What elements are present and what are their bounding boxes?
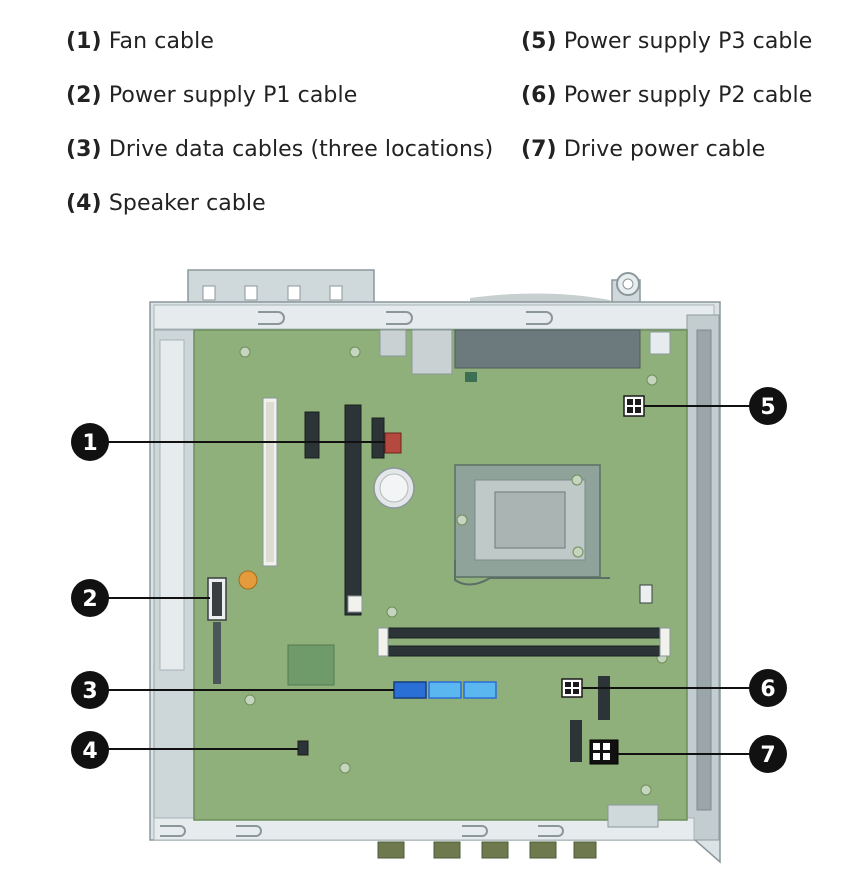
callout-4: 4 — [71, 731, 109, 769]
callout-4-label: 4 — [82, 739, 97, 764]
callout-3: 3 — [71, 671, 109, 709]
legend-item-power-supply-p1: (2) Power supply P1 cable — [66, 82, 357, 110]
chassis-hook — [611, 272, 641, 306]
rear-ports — [377, 841, 597, 859]
legend-label: Drive data cables (three locations) — [108, 137, 494, 162]
callout-7: 7 — [749, 735, 787, 773]
legend-number: (2) — [66, 83, 102, 108]
legend-label: Speaker cable — [108, 191, 266, 216]
callout-5: 5 — [749, 387, 787, 425]
callout-2: 2 — [71, 579, 109, 617]
legend-number: (1) — [66, 29, 102, 54]
callout-2-label: 2 — [82, 587, 97, 612]
callout-6-label: 6 — [760, 677, 775, 702]
legend-label: Drive power cable — [563, 137, 766, 162]
legend-item-speaker-cable: (4) Speaker cable — [66, 190, 266, 218]
legend-number: (6) — [521, 83, 557, 108]
legend-label: Power supply P2 cable — [563, 83, 813, 108]
legend-item-power-supply-p3: (5) Power supply P3 cable — [521, 28, 812, 56]
legend-item-drive-data-cables: (3) Drive data cables (three locations) — [66, 136, 493, 164]
legend-item-drive-power-cable: (7) Drive power cable — [521, 136, 765, 164]
legend-number: (5) — [521, 29, 557, 54]
chassis-top-bracket — [187, 269, 375, 305]
legend-label: Fan cable — [108, 29, 214, 54]
legend-item-power-supply-p2: (6) Power supply P2 cable — [521, 82, 812, 110]
motherboard — [193, 329, 688, 828]
legend-number: (3) — [66, 137, 102, 162]
callout-3-label: 3 — [82, 679, 97, 704]
callout-7-label: 7 — [760, 743, 775, 768]
legend-item-fan-cable: (1) Fan cable — [66, 28, 214, 56]
callout-5-label: 5 — [760, 395, 775, 420]
legend-number: (4) — [66, 191, 102, 216]
callout-6: 6 — [749, 669, 787, 707]
legend-label: Power supply P1 cable — [108, 83, 358, 108]
callout-lines — [108, 405, 750, 755]
callout-1: 1 — [71, 423, 109, 461]
callout-1-label: 1 — [82, 431, 97, 456]
legend-label: Power supply P3 cable — [563, 29, 813, 54]
legend-number: (7) — [521, 137, 557, 162]
